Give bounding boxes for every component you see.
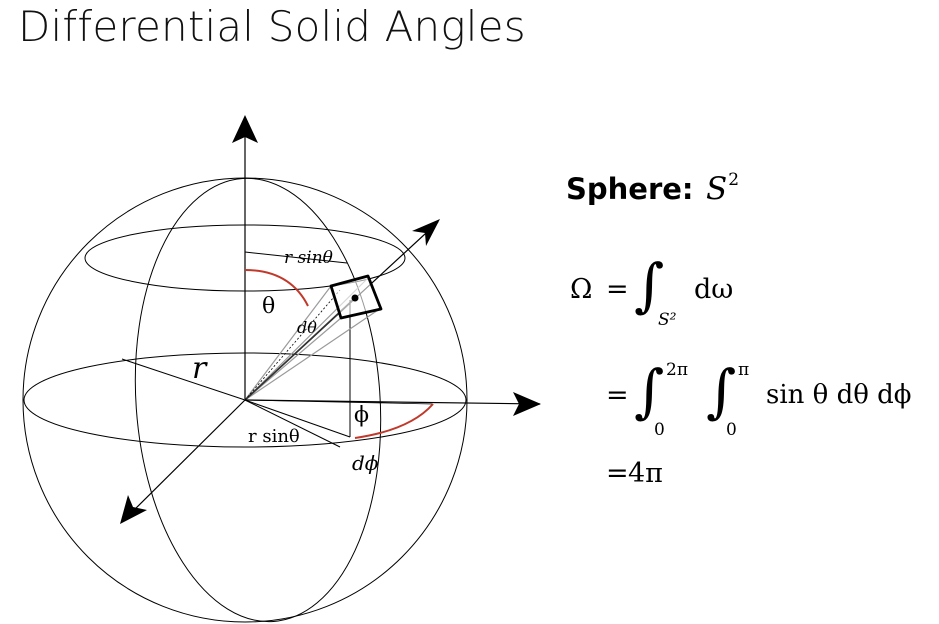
outer-integral-sign-icon: ∫: [634, 357, 665, 425]
r-sin-theta-top-line: [244, 251, 348, 264]
direction-arrow-icon: [412, 219, 440, 246]
formula-panel: Sphere: S2 Ω = ∫ S² dω = ∫ 2π 0 ∫ π 0 si…: [566, 168, 939, 508]
domain-exponent: 2: [728, 170, 740, 190]
dashed-ray: [244, 289, 341, 401]
theta-arc: [244, 269, 309, 307]
sphere-heading: Sphere:: [566, 172, 694, 206]
label-r-sin-theta-bottom: r sinθ: [248, 426, 300, 447]
inner-lower-limit: 0: [726, 420, 737, 440]
projection-ray: [244, 399, 341, 448]
label-d-theta: dθ: [297, 318, 317, 337]
integral-subscript: S²: [658, 310, 677, 330]
outer-lower-limit: 0: [654, 420, 665, 440]
ray: [244, 317, 342, 401]
inner-upper-limit: π: [738, 360, 750, 380]
projection-ray: [244, 399, 433, 405]
equals-sign: =: [606, 380, 629, 411]
omega-symbol: Ω: [570, 274, 593, 305]
outer-upper-limit: 2π: [666, 360, 688, 380]
integrand-sin-theta: sin θ dθ dϕ: [766, 380, 912, 410]
y-axis-arrow-icon: [120, 495, 147, 524]
projection-ray: [244, 399, 351, 438]
label-theta: θ: [262, 294, 275, 319]
y-axis: [123, 399, 246, 521]
slide-title: Differential Solid Angles: [18, 2, 526, 51]
equals-sign: =: [606, 274, 629, 305]
phi-arc: [354, 403, 434, 439]
result-value: 4π: [628, 458, 663, 489]
formula-line-1: Ω = ∫ S² dω: [566, 256, 939, 338]
label-d-phi: dϕ: [352, 451, 379, 475]
formula-line-2: = ∫ 2π 0 ∫ π 0 sin θ dθ dϕ: [566, 360, 939, 444]
sphere-symbol: S2: [706, 170, 739, 207]
equals-sign: =: [606, 458, 629, 489]
integral-sign-icon: ∫: [634, 251, 665, 319]
label-r: r: [192, 351, 208, 386]
domain-symbol: S: [706, 171, 728, 207]
formula-line-3: = 4π: [566, 458, 766, 498]
ray: [244, 307, 382, 401]
z-axis-arrow-icon: [232, 115, 258, 143]
inner-integral-sign-icon: ∫: [706, 357, 737, 425]
label-phi: ϕ: [354, 403, 369, 428]
label-r-sin-theta-top: r sinθ: [284, 248, 333, 268]
meridian-front: [134, 177, 382, 623]
integrand-d-omega: dω: [694, 274, 734, 305]
ray-dark: [244, 297, 356, 401]
ray: [244, 285, 332, 401]
patch-center-dot: [351, 294, 359, 302]
x-axis-arrow-icon: [513, 392, 541, 416]
radius-line: [121, 358, 246, 401]
